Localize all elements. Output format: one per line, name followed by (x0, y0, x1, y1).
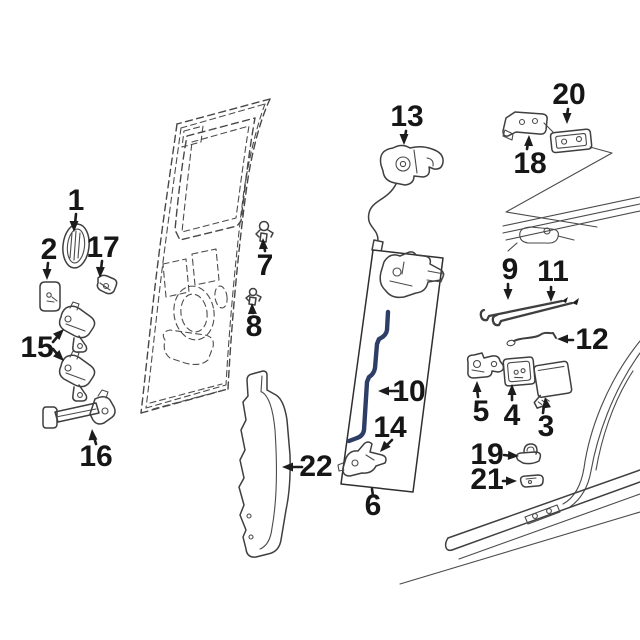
callout-9-label: 9 (502, 253, 519, 286)
part-19-drawing (515, 443, 542, 465)
callout-15-label: 15 (20, 331, 53, 364)
part-1-drawing (62, 223, 90, 269)
part-16-drawing (42, 389, 116, 429)
callout-13: 13 (390, 100, 424, 145)
part-14-drawing (337, 441, 387, 477)
part-4-drawing (502, 356, 536, 387)
part-15-lower-hinge-drawing (58, 350, 96, 402)
part-5-drawing (466, 352, 505, 379)
part-11-rod-drawing (491, 298, 579, 327)
callout-14-label: 14 (373, 411, 407, 444)
callout-3: 3 (538, 397, 555, 443)
callout-11: 11 (537, 255, 569, 302)
body-striker-area-drawing (502, 122, 640, 252)
highlight-rod (346, 309, 391, 444)
callout-5: 5 (472, 381, 490, 428)
part-12-rod-drawing (506, 331, 557, 347)
callout-4-label: 4 (504, 399, 521, 432)
callout-22: 22 (282, 450, 333, 483)
door-panel-drawing (140, 98, 271, 414)
callout-9: 9 (502, 253, 519, 300)
callout-21-label: 21 (470, 463, 503, 496)
callout-15: 15 (20, 329, 64, 364)
callout-7: 7 (257, 238, 274, 282)
part-7-drawing (255, 220, 274, 243)
part-6-latch-drawing (379, 251, 445, 299)
callout-3-label: 3 (538, 410, 555, 443)
part-9-rod-drawing (479, 297, 568, 322)
callout-17: 17 (86, 231, 120, 278)
callout-21: 21 (470, 463, 517, 496)
callout-17-label: 17 (86, 231, 119, 264)
callout-18-label: 18 (513, 147, 546, 180)
callout-6-label: 6 (365, 489, 382, 522)
callout-20-label: 20 (552, 78, 585, 111)
callout-10: 10 (378, 375, 426, 408)
callout-14: 14 (373, 411, 407, 452)
callout-11-label: 11 (537, 255, 569, 288)
part-18-drawing (502, 111, 548, 141)
callout-1-label: 1 (68, 184, 85, 217)
callout-20: 20 (552, 78, 586, 124)
part-22-drawing (238, 370, 291, 558)
part-20-drawing (549, 128, 593, 154)
callout-8-label: 8 (246, 310, 263, 343)
callout-2-label: 2 (41, 233, 58, 266)
callout-1: 1 (68, 184, 85, 232)
callout-12: 12 (557, 323, 609, 356)
callout-12-label: 12 (575, 323, 608, 356)
part-2-drawing (39, 281, 61, 312)
callout-2: 2 (41, 233, 58, 280)
callout-16: 16 (79, 429, 113, 473)
part-10-rod-drawing (346, 309, 391, 444)
callout-18: 18 (513, 135, 547, 180)
part-8-drawing (245, 287, 262, 306)
callout-6: 6 (365, 487, 382, 522)
part-13-drawing (367, 144, 444, 260)
callout-19: 19 (470, 438, 519, 471)
callout-5-label: 5 (473, 395, 490, 428)
parts-box-outline (340, 249, 444, 493)
rocker-panel-drawing (399, 340, 640, 585)
callout-13-label: 13 (390, 100, 423, 133)
callout-7-label: 7 (257, 249, 274, 282)
callout-4: 4 (504, 384, 521, 432)
callout-19-label: 19 (470, 438, 503, 471)
part-17-drawing (96, 274, 118, 295)
callout-8: 8 (246, 303, 263, 343)
callout-16-label: 16 (79, 440, 112, 473)
part-21-drawing (519, 474, 544, 488)
part-3-drawing (533, 360, 573, 409)
part-15-upper-hinge-drawing (58, 301, 96, 353)
callout-22-label: 22 (299, 450, 332, 483)
